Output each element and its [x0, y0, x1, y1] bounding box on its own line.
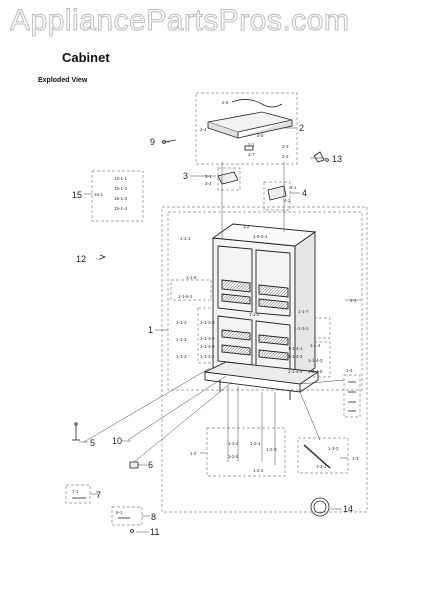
callout-11: 11 [150, 527, 159, 537]
label-3-2: 3-2 [205, 181, 212, 186]
label-1-1-3-3: 1-1-3-3 [200, 320, 215, 325]
label-15-1-2: 15-1-2 [114, 186, 128, 191]
group-box-8 [111, 506, 143, 526]
label-4-2: 4-2 [284, 198, 291, 203]
label-1-2-3: 1-2-3 [266, 447, 277, 452]
page-title: Cabinet [62, 50, 110, 65]
label-8-1: 8-1 [116, 510, 123, 515]
label-15-1-4: 15-1-4 [114, 206, 128, 211]
callout-8: 8 [151, 512, 156, 522]
leader-lines [79, 127, 362, 533]
callout-2: 2 [299, 123, 304, 133]
label-2-2: 2-2 [282, 154, 289, 159]
label-1-1-5: 1-1-5 [249, 312, 260, 317]
group-box-1-3 [297, 437, 349, 474]
callouts: 1 2 3 4 5 6 7 8 9 10 11 12 13 14 15 [72, 123, 353, 537]
label-1-1-6-1: 1-1-6-1 [178, 294, 193, 299]
callout-12: 12 [76, 254, 86, 264]
label-2-6: 2-6 [222, 100, 229, 105]
view-label: Exploded View [38, 77, 88, 84]
label-1-1-4-4: 1-1-4-4 [288, 369, 303, 374]
label-1-2-2: 1-2-2 [253, 468, 264, 473]
label-1-1-3-a: 1-1-3 [176, 320, 187, 325]
group-box-1-4 [343, 374, 361, 418]
callout-9: 9 [150, 137, 155, 147]
label-1-1-3-6: 1-1-3-6 [200, 344, 215, 349]
label-1-1-4-5: 1-1-4-5 [308, 369, 323, 374]
label-1-1-6: 1-1-6 [186, 275, 197, 280]
label-1-2-1: 1-2-1 [250, 441, 261, 446]
group-box-1 [161, 206, 368, 513]
label-1-1: 1-1 [350, 298, 357, 303]
label-15-1-3: 15-1-3 [114, 196, 128, 201]
top-cover-part [207, 99, 293, 151]
label-1-1-7: 1-1-7 [298, 309, 309, 314]
label-2-4: 2-4 [200, 127, 207, 132]
callout-15: 15 [72, 190, 82, 200]
group-box-3 [217, 167, 241, 191]
label-2-5: 2-5 [257, 133, 264, 138]
label-1-1-3-b: 1-1-3 [176, 337, 187, 342]
group-box-1-2 [206, 427, 286, 477]
group-box-1-1 [167, 211, 363, 391]
callout-7: 7 [96, 490, 101, 500]
group-box-15 [91, 170, 144, 222]
label-15-1-1: 15-1-1 [114, 176, 128, 181]
callout-13: 13 [332, 154, 342, 164]
callout-4: 4 [302, 188, 307, 198]
label-1-1-4-3: 1-1-4-3 [308, 358, 323, 363]
label-1-2-5: 1-2-5 [228, 454, 239, 459]
watermark-logo: AppliancePartsPros.com [9, 4, 350, 38]
callout-5: 5 [90, 438, 95, 448]
label-1-3: 1-3 [352, 456, 359, 461]
sub-labels: 2-6 2-4 2-5 2-1 2-7 2-3 2-2 3-1 3-2 4-1 … [72, 100, 359, 515]
callout-1: 1 [148, 325, 153, 335]
group-box-1-1-6 [170, 279, 212, 301]
label-1-1-1: 1-1-1 [180, 236, 191, 241]
label-1-1-3-5: 1-1-3-5 [200, 336, 215, 341]
label-1-1-3-1: 1-1-3-1 [294, 326, 309, 331]
label-15-1: 15-1 [94, 192, 104, 197]
label-1-4: 1-4 [346, 368, 353, 373]
callout-10: 10 [112, 436, 122, 446]
label-2-7: 2-7 [248, 152, 255, 157]
label-1-1-4: 1-1-4 [310, 343, 321, 348]
group-box-4 [263, 181, 291, 211]
label-1-1-3-c: 1-1-3 [176, 354, 187, 359]
label-1-1-4-1: 1-1-4-1 [288, 346, 303, 351]
label-2-1: 2-1 [248, 142, 255, 147]
label-1-1-3-2: 1-1-3-2 [200, 354, 215, 359]
callout-6: 6 [148, 460, 153, 470]
label-3-1: 3-1 [205, 174, 212, 179]
label-1-2: 1-2 [190, 451, 197, 456]
label-4-1: 4-1 [290, 185, 297, 190]
cabinet-body [203, 223, 320, 400]
label-1-2-top: 1-2 [243, 224, 250, 229]
label-2-3: 2-3 [282, 144, 289, 149]
label-7-1: 7-1 [72, 489, 79, 494]
label-1-1-4-2: 1-1-4-2 [288, 354, 303, 359]
callout-3: 3 [183, 171, 188, 181]
group-box-2 [195, 92, 298, 165]
label-1-5-2-1: 1-5-2-1 [253, 234, 268, 239]
label-1-2-4: 1-2-4 [228, 441, 239, 446]
label-1-3-1: 1-3-1 [316, 464, 327, 469]
label-1-3-2: 1-3-2 [328, 446, 339, 451]
group-box-7 [65, 484, 91, 504]
callout-14: 14 [343, 504, 353, 514]
